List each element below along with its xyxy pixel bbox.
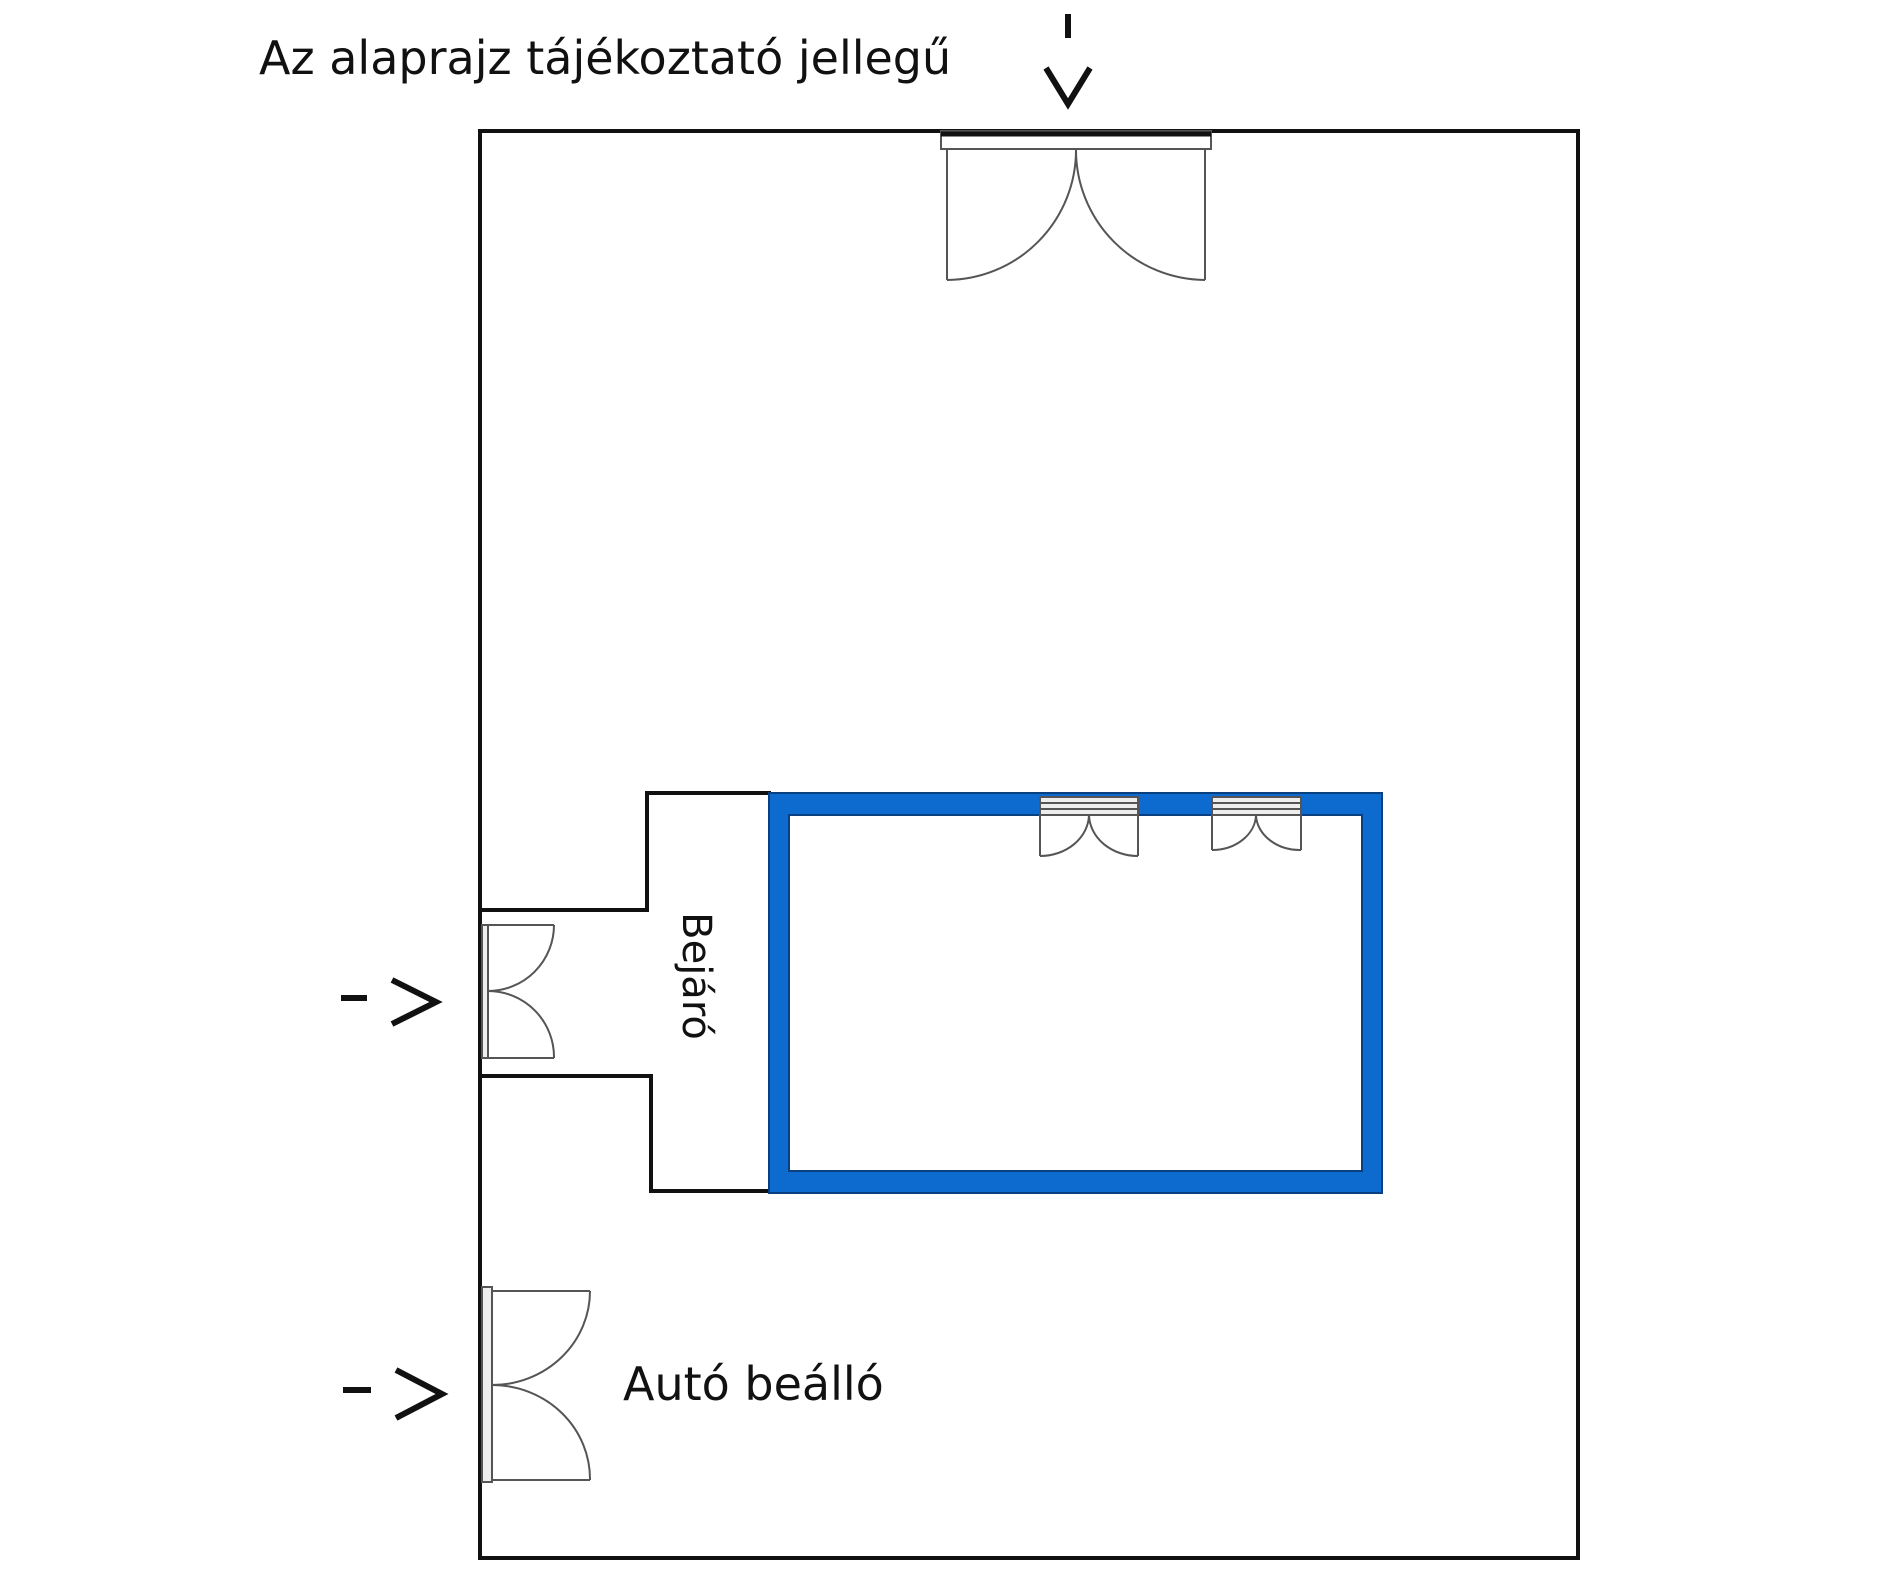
entrance-arrow-icon (341, 977, 443, 1027)
entrance-label: Bejáró (673, 912, 719, 1040)
entrance-corridor-wall-bottom (480, 1074, 771, 1193)
outer-wall (478, 129, 1580, 1560)
top-entry-arrow-icon (1043, 14, 1093, 110)
entrance-corridor-wall-top (480, 791, 771, 912)
carport-label: Autó beálló (623, 1357, 884, 1411)
room-door-2 (1211, 796, 1302, 852)
entrance-door (481, 924, 556, 1059)
room-door-1 (1039, 796, 1139, 857)
disclaimer-title: Az alaprajz tájékoztató jellegű (259, 31, 951, 85)
carport-gate (481, 1286, 592, 1483)
carport-arrow-icon (343, 1367, 449, 1421)
top-double-door (940, 130, 1212, 281)
highlighted-room (768, 792, 1383, 1194)
